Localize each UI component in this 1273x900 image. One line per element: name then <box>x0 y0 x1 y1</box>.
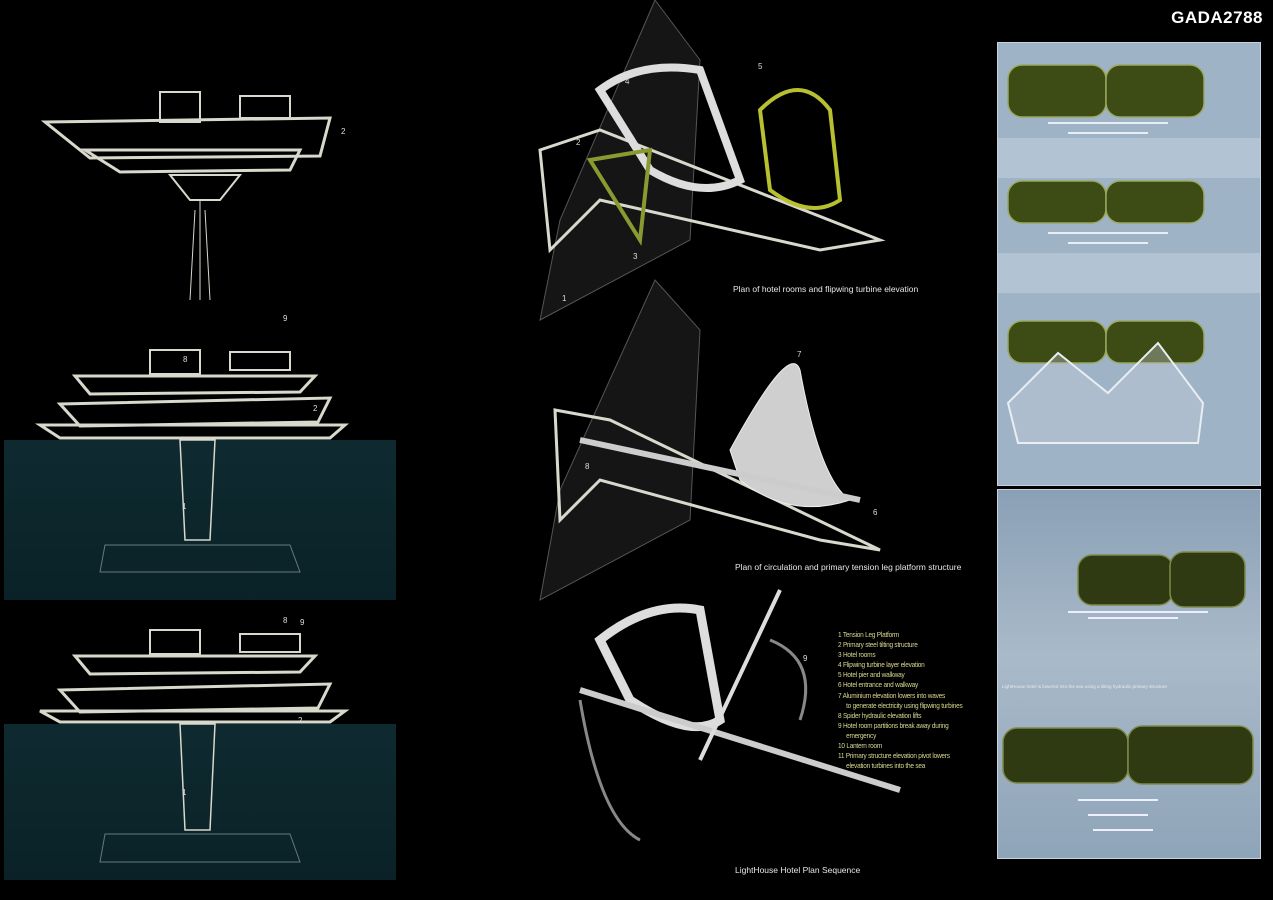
board-id: GADA2788 <box>1171 8 1263 27</box>
legend-item: 6 Hotel entrance and walkway <box>838 680 919 690</box>
callout: 1 <box>182 788 187 797</box>
render-caption: LightHouse hotel is lowered into the sea… <box>1002 684 1167 689</box>
callout: 4 <box>625 77 630 86</box>
callout: 8 <box>283 616 288 625</box>
legend-item: elevation turbines into the sea <box>846 761 926 771</box>
elevation-2 <box>34 349 350 573</box>
callout: 9 <box>300 618 305 627</box>
legend-item: 2 Primary steel tilting structure <box>838 640 918 650</box>
callout: 3 <box>633 252 638 261</box>
legend-item: 11 Primary structure elevation pivot low… <box>838 751 950 761</box>
callout: 8 <box>183 355 188 364</box>
legend-item: 7 Aluminium elevation lowers into waves <box>838 690 946 700</box>
legend-item: 1 Tension Leg Platform <box>838 630 900 639</box>
callout: 2 <box>576 138 581 147</box>
callout: 2 <box>341 127 346 136</box>
legend-item: emergency <box>846 730 877 740</box>
sea-backdrop <box>4 440 396 600</box>
plan-2 <box>539 279 881 601</box>
sequence-caption: LightHouse Hotel Plan Sequence <box>735 865 861 875</box>
callout: 5 <box>758 62 763 71</box>
callout: 7 <box>797 350 802 359</box>
legend-item: 4 Flipwing turbine layer elevation <box>838 660 925 670</box>
legend-item: 3 Hotel rooms <box>838 650 876 660</box>
elevation-1 <box>40 91 332 301</box>
callout: 2 <box>298 716 303 725</box>
sea-backdrop <box>4 724 396 880</box>
legend: 1 Tension Leg Platform 2 Primary steel t… <box>838 630 963 771</box>
plan-3 <box>578 589 901 842</box>
legend-item: 9 Hotel room partitions break away durin… <box>838 720 949 730</box>
sequence-render-panel <box>997 42 1261 486</box>
callout: 1 <box>562 294 567 303</box>
plan-1-caption: Plan of hotel rooms and flipwing turbine… <box>733 284 919 294</box>
callout: 2 <box>313 404 318 413</box>
plan-2-caption: Plan of circulation and primary tension … <box>735 562 962 572</box>
legend-item: 8 Spider hydraulic elevation lifts <box>838 710 922 720</box>
plan-1 <box>538 0 886 321</box>
legend-item: 10 Lantern room <box>838 741 883 751</box>
legend-item: 5 Hotel pier and walkway <box>838 670 905 680</box>
elevation-3 <box>39 629 350 863</box>
callout: 9 <box>803 654 808 663</box>
callout: 1 <box>182 502 187 511</box>
plan-drawings <box>538 0 901 842</box>
callout: 8 <box>585 462 590 471</box>
perspective-render-panel: LightHouse hotel is lowered into the sea… <box>997 489 1261 859</box>
callout: 6 <box>873 508 878 517</box>
elevation-renderings <box>34 91 350 863</box>
callout: 9 <box>283 314 288 323</box>
legend-item: to generate electricity using flipwing t… <box>846 700 963 710</box>
